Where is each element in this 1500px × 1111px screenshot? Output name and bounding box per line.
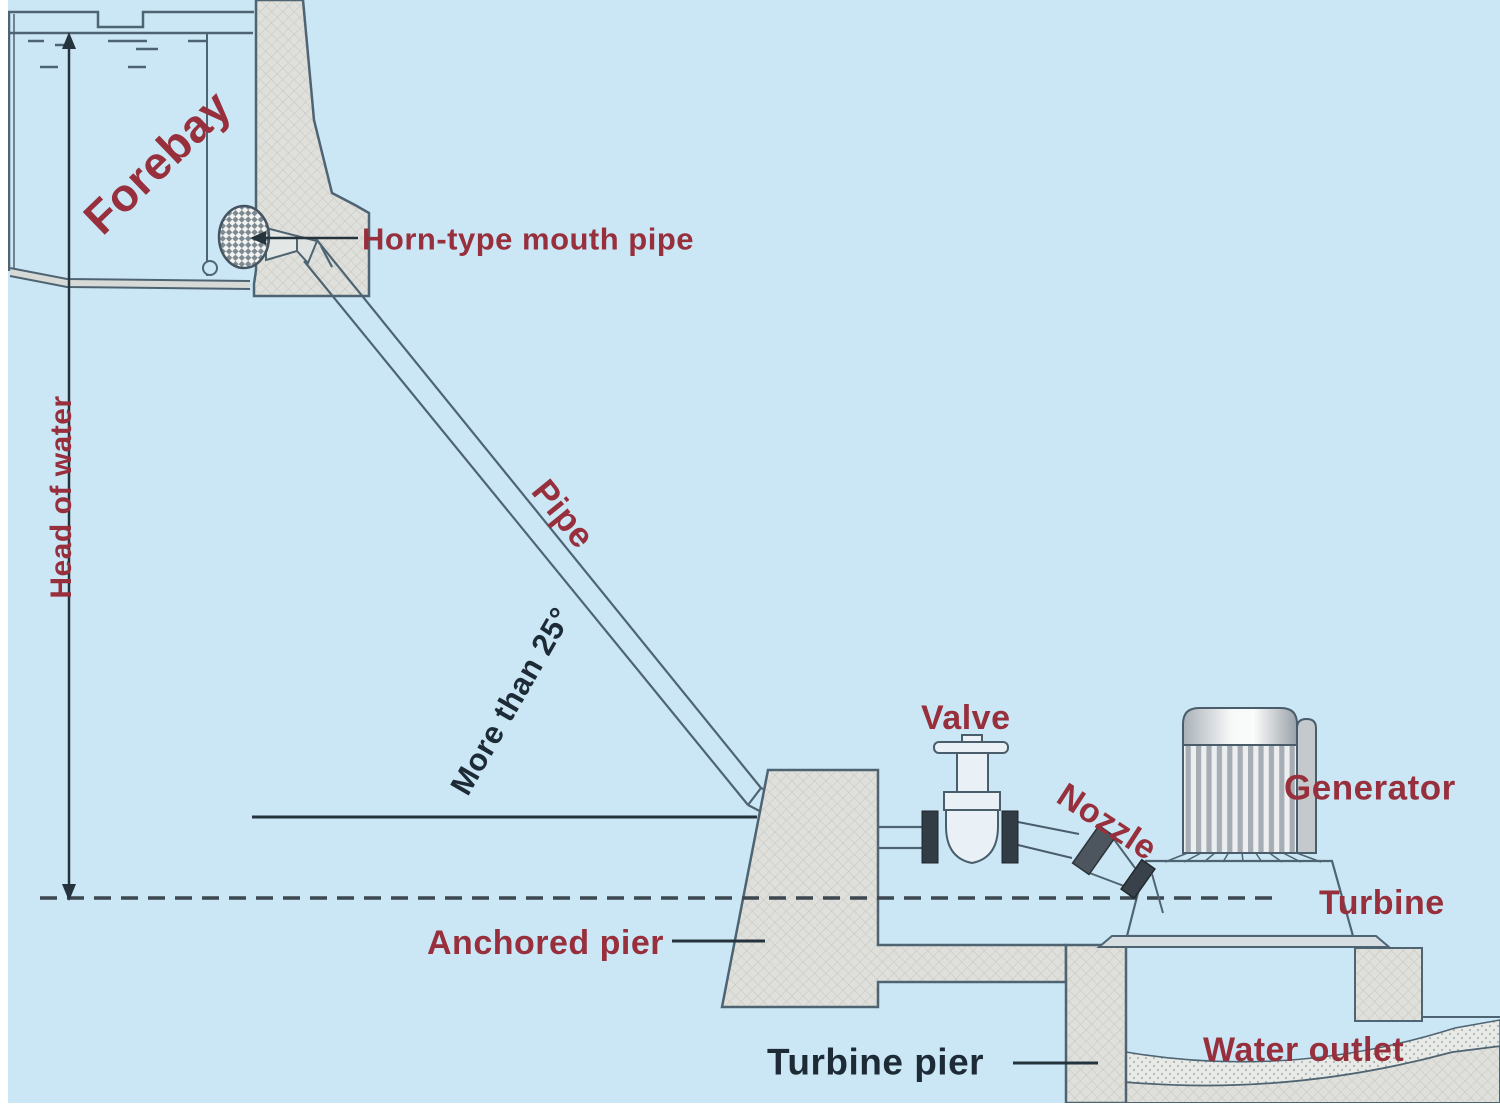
outlet-water bbox=[1125, 1019, 1500, 1087]
arrow-up-icon bbox=[62, 32, 76, 49]
water-jet-line bbox=[1151, 873, 1164, 914]
water-ripples bbox=[28, 39, 206, 69]
valve bbox=[921, 734, 1080, 865]
valve-right-flange bbox=[1001, 810, 1019, 864]
tank-floor-bottom-line bbox=[9, 275, 251, 290]
generator-finned-body bbox=[1182, 744, 1298, 854]
label-anchored-pier: Anchored pier bbox=[427, 924, 664, 962]
pipe-joint-1 bbox=[320, 245, 333, 268]
label-horn-type-mouth-pipe: Horn-type mouth pipe bbox=[362, 221, 695, 257]
nozzle-cone-lines bbox=[1086, 837, 1136, 887]
turbine-pier-structure bbox=[1064, 943, 1500, 1105]
valve-stem bbox=[956, 752, 989, 794]
horn-bend bbox=[296, 234, 319, 265]
valve-left-flange bbox=[921, 810, 939, 864]
tank-floor-top-line bbox=[9, 267, 251, 282]
turbine-pier-wall bbox=[1064, 943, 1128, 1105]
label-head-of-water: Head of water bbox=[45, 395, 78, 599]
pipe-lower-line bbox=[303, 260, 749, 806]
tank-top-edge bbox=[8, 10, 254, 29]
generator bbox=[1164, 707, 1322, 863]
left-margin bbox=[0, 0, 8, 1111]
pipe-knuckle-1 bbox=[747, 787, 762, 806]
nozzle bbox=[1071, 824, 1164, 914]
pipe-to-nozzle bbox=[1017, 821, 1080, 859]
label-turbine-pier: Turbine pier bbox=[767, 1041, 985, 1083]
label-generator: Generator bbox=[1284, 768, 1456, 808]
label-water-outlet: Water outlet bbox=[1203, 1031, 1405, 1069]
bubble bbox=[202, 260, 218, 276]
horn-mouth bbox=[217, 204, 319, 270]
generator-dome bbox=[1182, 707, 1298, 748]
valve-bonnet bbox=[943, 791, 1001, 811]
arrow-down-icon bbox=[62, 884, 76, 901]
nozzle-collar-1 bbox=[1071, 824, 1117, 876]
valve-body bbox=[945, 809, 999, 865]
valve-handwheel bbox=[933, 741, 1009, 754]
head-of-water-dimension-arrow bbox=[62, 32, 76, 901]
tank-floor-band bbox=[9, 267, 251, 290]
bottom-margin bbox=[0, 1103, 1500, 1111]
turbine-skirt bbox=[1096, 935, 1392, 948]
right-support-pier bbox=[1354, 947, 1423, 1022]
forebay-tank bbox=[7, 10, 254, 290]
pipe-upper-line bbox=[315, 238, 762, 789]
horn-leader-arrow bbox=[250, 231, 358, 245]
label-turbine: Turbine bbox=[1319, 884, 1445, 922]
dam-wall bbox=[252, 0, 371, 298]
arrow-left-icon bbox=[250, 231, 266, 245]
nozzle-collar-2 bbox=[1120, 858, 1156, 900]
label-valve: Valve bbox=[921, 699, 1011, 737]
